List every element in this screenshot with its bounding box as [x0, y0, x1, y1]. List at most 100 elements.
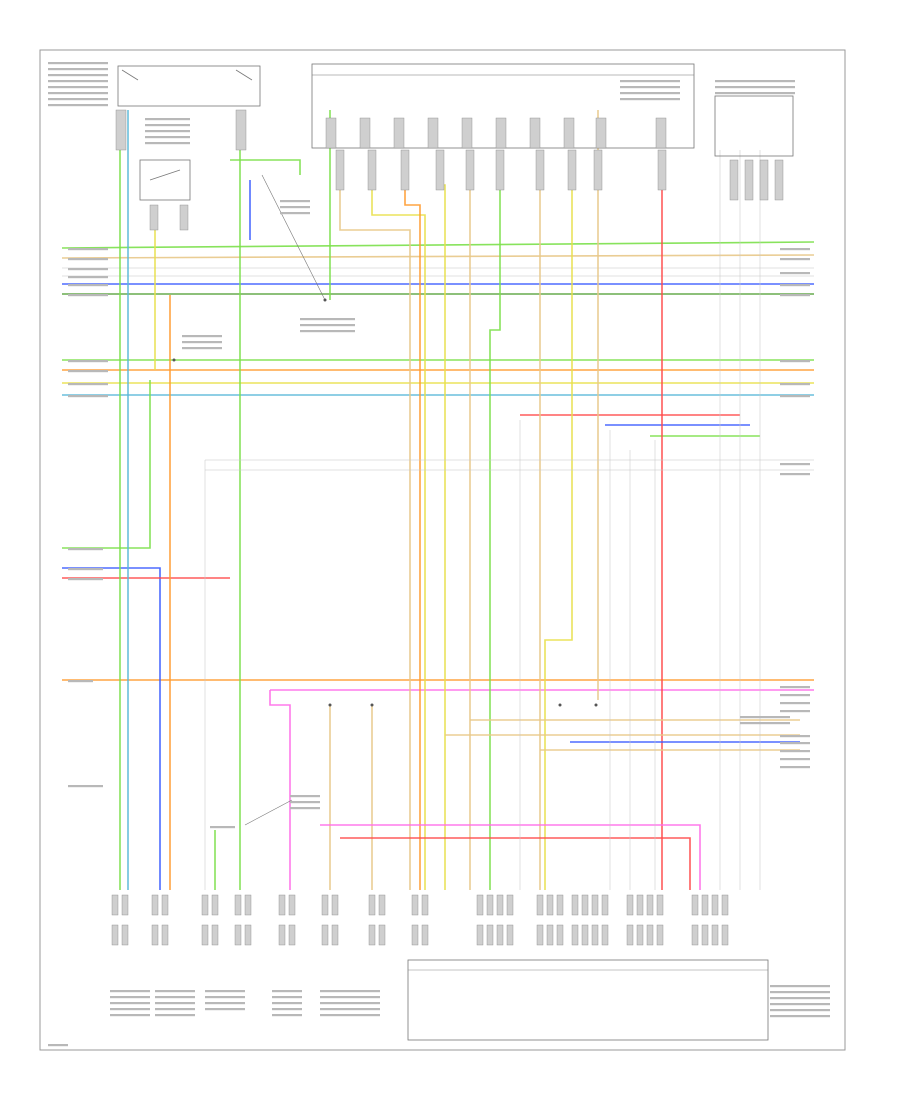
connector-pin — [368, 924, 376, 946]
connector-pin — [701, 924, 709, 946]
label-bar — [780, 742, 810, 745]
label-bar — [68, 294, 108, 297]
wire-tan — [61, 254, 815, 259]
label-bar — [182, 347, 222, 350]
label-bar — [48, 62, 108, 65]
label-bar — [320, 990, 380, 993]
label-bar — [780, 710, 810, 713]
diagram-frame — [39, 49, 846, 1051]
connector-pin — [646, 894, 654, 916]
label-bar — [68, 276, 108, 279]
connector-pin — [378, 924, 386, 946]
connector-pin — [711, 894, 719, 916]
label-bar — [320, 996, 380, 999]
label-bar — [780, 272, 810, 275]
label-bar — [780, 758, 810, 761]
connector-pin — [646, 924, 654, 946]
connector-pin — [288, 894, 296, 916]
label-bar — [770, 985, 830, 988]
label-bar — [68, 568, 103, 571]
label-bar — [48, 86, 108, 89]
label-bar — [182, 341, 222, 344]
wire-green — [61, 241, 815, 249]
label-bar — [780, 258, 810, 261]
connector-pin — [581, 894, 589, 916]
connector-pin — [546, 894, 554, 916]
label-bar — [272, 1002, 302, 1005]
transmission-control-module — [311, 63, 695, 149]
label-bar — [715, 92, 795, 95]
connector-pin — [421, 894, 429, 916]
label-bar — [272, 1008, 302, 1011]
label-bar — [145, 118, 190, 121]
connector-pin — [721, 894, 729, 916]
label-bar — [68, 395, 108, 398]
top-left-relay — [115, 65, 261, 151]
label-bar — [780, 294, 810, 297]
label-bar — [68, 785, 103, 788]
label-bar — [205, 1002, 245, 1005]
wire-green — [489, 150, 501, 890]
label-bar — [280, 212, 310, 215]
connector-pin — [701, 894, 709, 916]
label-bar — [68, 680, 93, 683]
label-bar — [145, 124, 190, 127]
wire-pink — [269, 690, 291, 890]
wire-yellow — [371, 150, 426, 890]
label-bar — [620, 92, 680, 95]
wire-tan — [339, 150, 411, 890]
label-bar — [110, 1002, 150, 1005]
label-bar — [740, 716, 790, 719]
label-bar — [280, 206, 310, 209]
connector-pin — [411, 924, 419, 946]
connector-pin — [161, 894, 169, 916]
label-bar — [780, 750, 810, 753]
label-bar — [48, 98, 108, 101]
label-bar — [68, 383, 108, 386]
label-bar — [715, 86, 795, 89]
label-bar — [210, 826, 235, 829]
label-bars — [48, 62, 830, 1047]
label-bar — [205, 996, 245, 999]
label-bar — [272, 990, 302, 993]
connector-pin — [691, 894, 699, 916]
connector-pin — [331, 894, 339, 916]
label-bar — [145, 136, 190, 139]
wire-green — [230, 159, 301, 175]
label-bar — [780, 284, 810, 287]
label-bar — [155, 990, 195, 993]
connector-pin — [486, 924, 494, 946]
label-bar — [155, 1002, 195, 1005]
ignition-switch — [139, 159, 191, 231]
connector-pin — [711, 924, 719, 946]
connector-pin — [121, 894, 129, 916]
label-bar — [68, 360, 108, 363]
label-bar — [155, 996, 195, 999]
wires-layer — [61, 110, 815, 890]
label-bar — [272, 996, 302, 999]
label-bar — [290, 795, 320, 798]
label-bar — [68, 370, 108, 373]
connector-pin — [234, 924, 242, 946]
connector-pin — [571, 894, 579, 916]
connector-pin — [151, 924, 159, 946]
connector-pin — [201, 924, 209, 946]
connector-pin — [656, 894, 664, 916]
connector-pin — [571, 924, 579, 946]
label-bar — [68, 284, 108, 287]
connector-pin — [476, 894, 484, 916]
wire-pink — [320, 824, 701, 890]
label-bar — [272, 1014, 302, 1017]
label-bar — [290, 801, 320, 804]
connector-pin — [536, 894, 544, 916]
label-bar — [110, 1014, 150, 1017]
connector-pin — [636, 894, 644, 916]
wire-orange — [404, 150, 421, 890]
connector-pin — [486, 894, 494, 916]
label-bar — [48, 68, 108, 71]
connector-pin — [626, 894, 634, 916]
label-bar — [770, 1015, 830, 1018]
label-bar — [620, 86, 680, 89]
